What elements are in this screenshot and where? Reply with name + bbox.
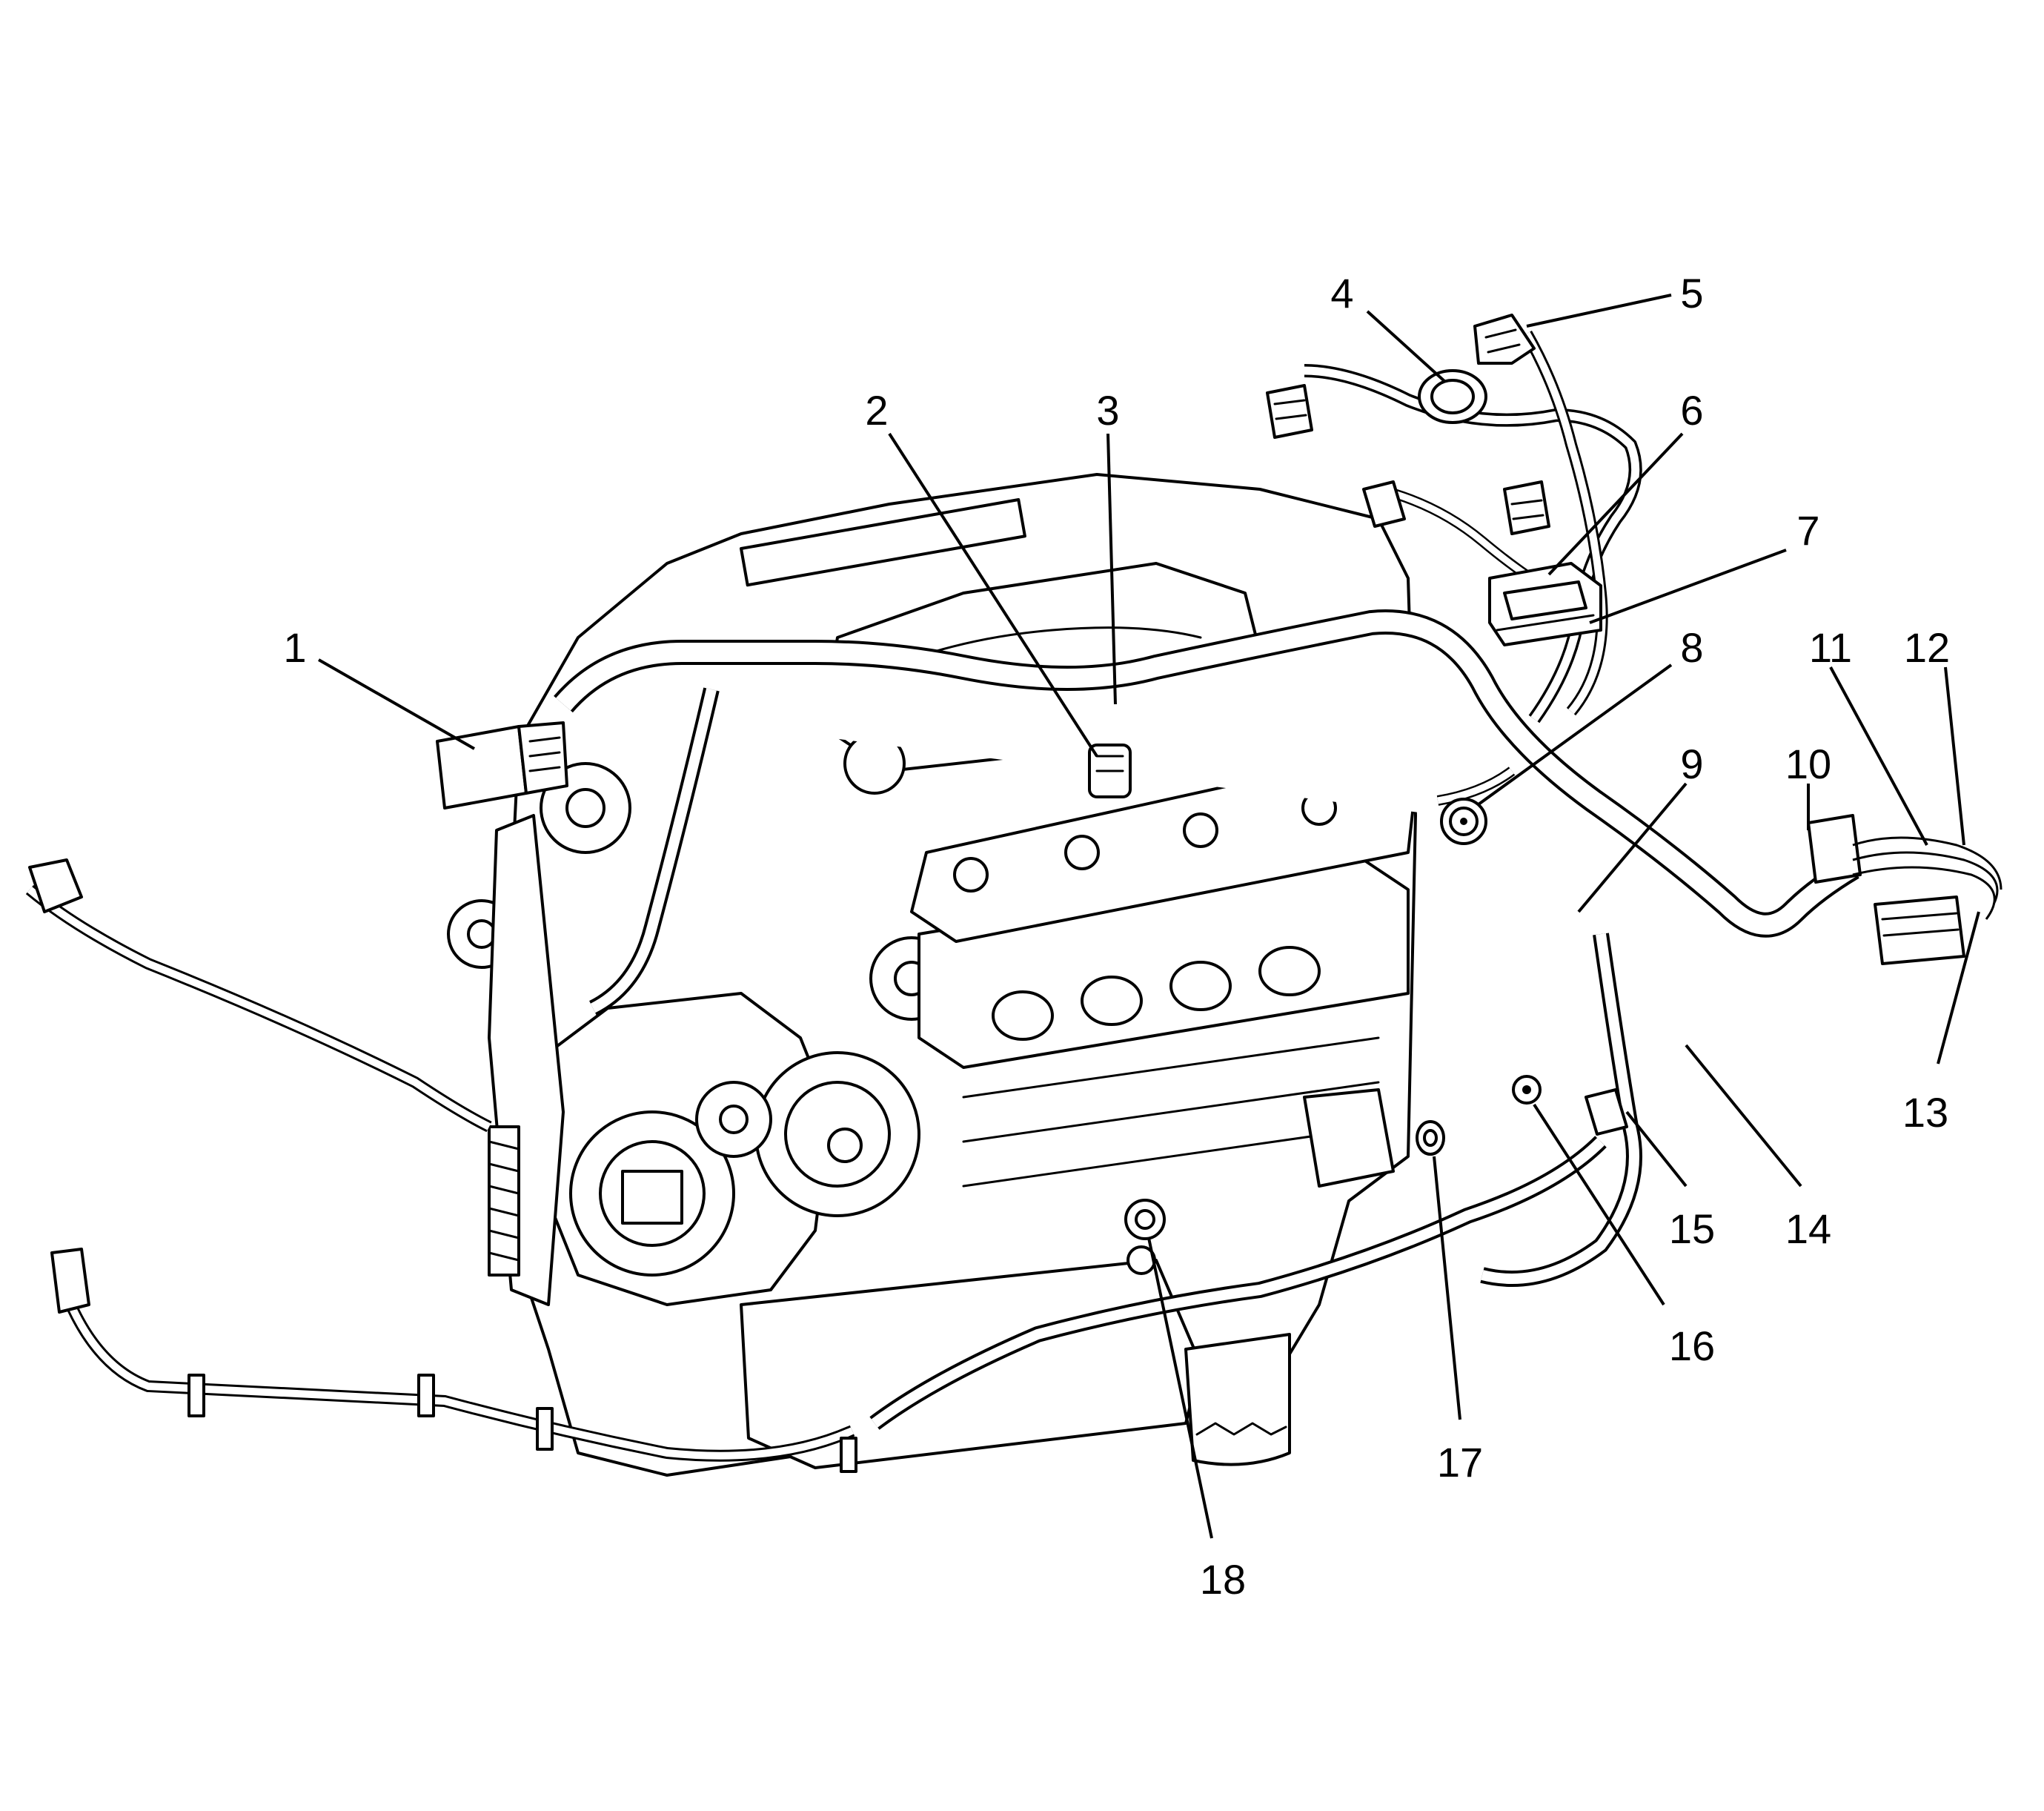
connector-left-top [28,858,83,913]
leader-4 [1366,310,1447,383]
connector-4 [1266,369,1487,439]
callout-9: 9 [1680,741,1703,787]
connector-left-bottom [50,1248,90,1314]
leader-3 [1106,433,1117,705]
callout-8: 8 [1680,624,1703,671]
connector-1 [436,721,568,810]
leader-7 [1589,549,1787,624]
leader-8 [1477,663,1673,806]
leader-11 [1829,666,1928,846]
callout-5: 5 [1680,270,1703,317]
callout-13: 13 [1902,1089,1948,1136]
fuel-rail [739,498,1026,587]
leader-lines [318,294,1980,1539]
callout-17: 17 [1437,1439,1483,1486]
connector-2 [1088,744,1132,798]
leader-18 [1147,1237,1213,1539]
harness-clips-bottom [188,1374,857,1473]
leader-5 [1526,294,1672,328]
leader-15 [1625,1110,1688,1188]
connector-10-13 [1807,814,2002,965]
coil-spring [488,1125,520,1277]
leader-9 [1577,782,1688,913]
leader-13 [1937,911,1980,1065]
leader-6 [1547,432,1684,576]
motor-mount [1303,1088,1395,1188]
callout-4: 4 [1330,270,1353,317]
callout-11: 11 [1809,624,1852,671]
connector-15 [1585,1088,1628,1136]
connector-8 [1440,798,1487,845]
callout-15: 15 [1669,1205,1715,1252]
leader-2 [888,432,1098,758]
callout-16: 16 [1669,1322,1715,1369]
connectors [28,314,2002,1473]
callout-3: 3 [1096,387,1119,434]
callout-6: 6 [1680,387,1703,434]
callout-1: 1 [283,624,306,671]
engine-assembly [447,473,1417,1477]
leader-1 [318,658,475,750]
leader-14 [1685,1044,1802,1188]
ground-terminal-17 [1416,1120,1445,1156]
leader-12 [1944,666,1965,846]
callout-2: 2 [865,387,888,434]
oil-filter [1184,1333,1291,1466]
connector-6-7 [1488,562,1602,646]
callout-18: 18 [1200,1556,1246,1603]
callout-7: 7 [1796,507,1819,554]
connector-5 [1473,314,1536,365]
callout-10: 10 [1785,741,1831,787]
leader-17 [1433,1156,1461,1420]
wiring-harness [25,331,1859,1462]
ground-terminal-16 [1512,1075,1542,1105]
leader-16 [1533,1103,1665,1306]
callout-numbers: 1 2 3 4 5 6 7 8 9 10 11 12 13 14 15 16 1… [283,270,1950,1603]
connector-small [1362,480,1550,535]
callout-14: 14 [1785,1205,1831,1252]
callout-12: 12 [1904,624,1950,671]
